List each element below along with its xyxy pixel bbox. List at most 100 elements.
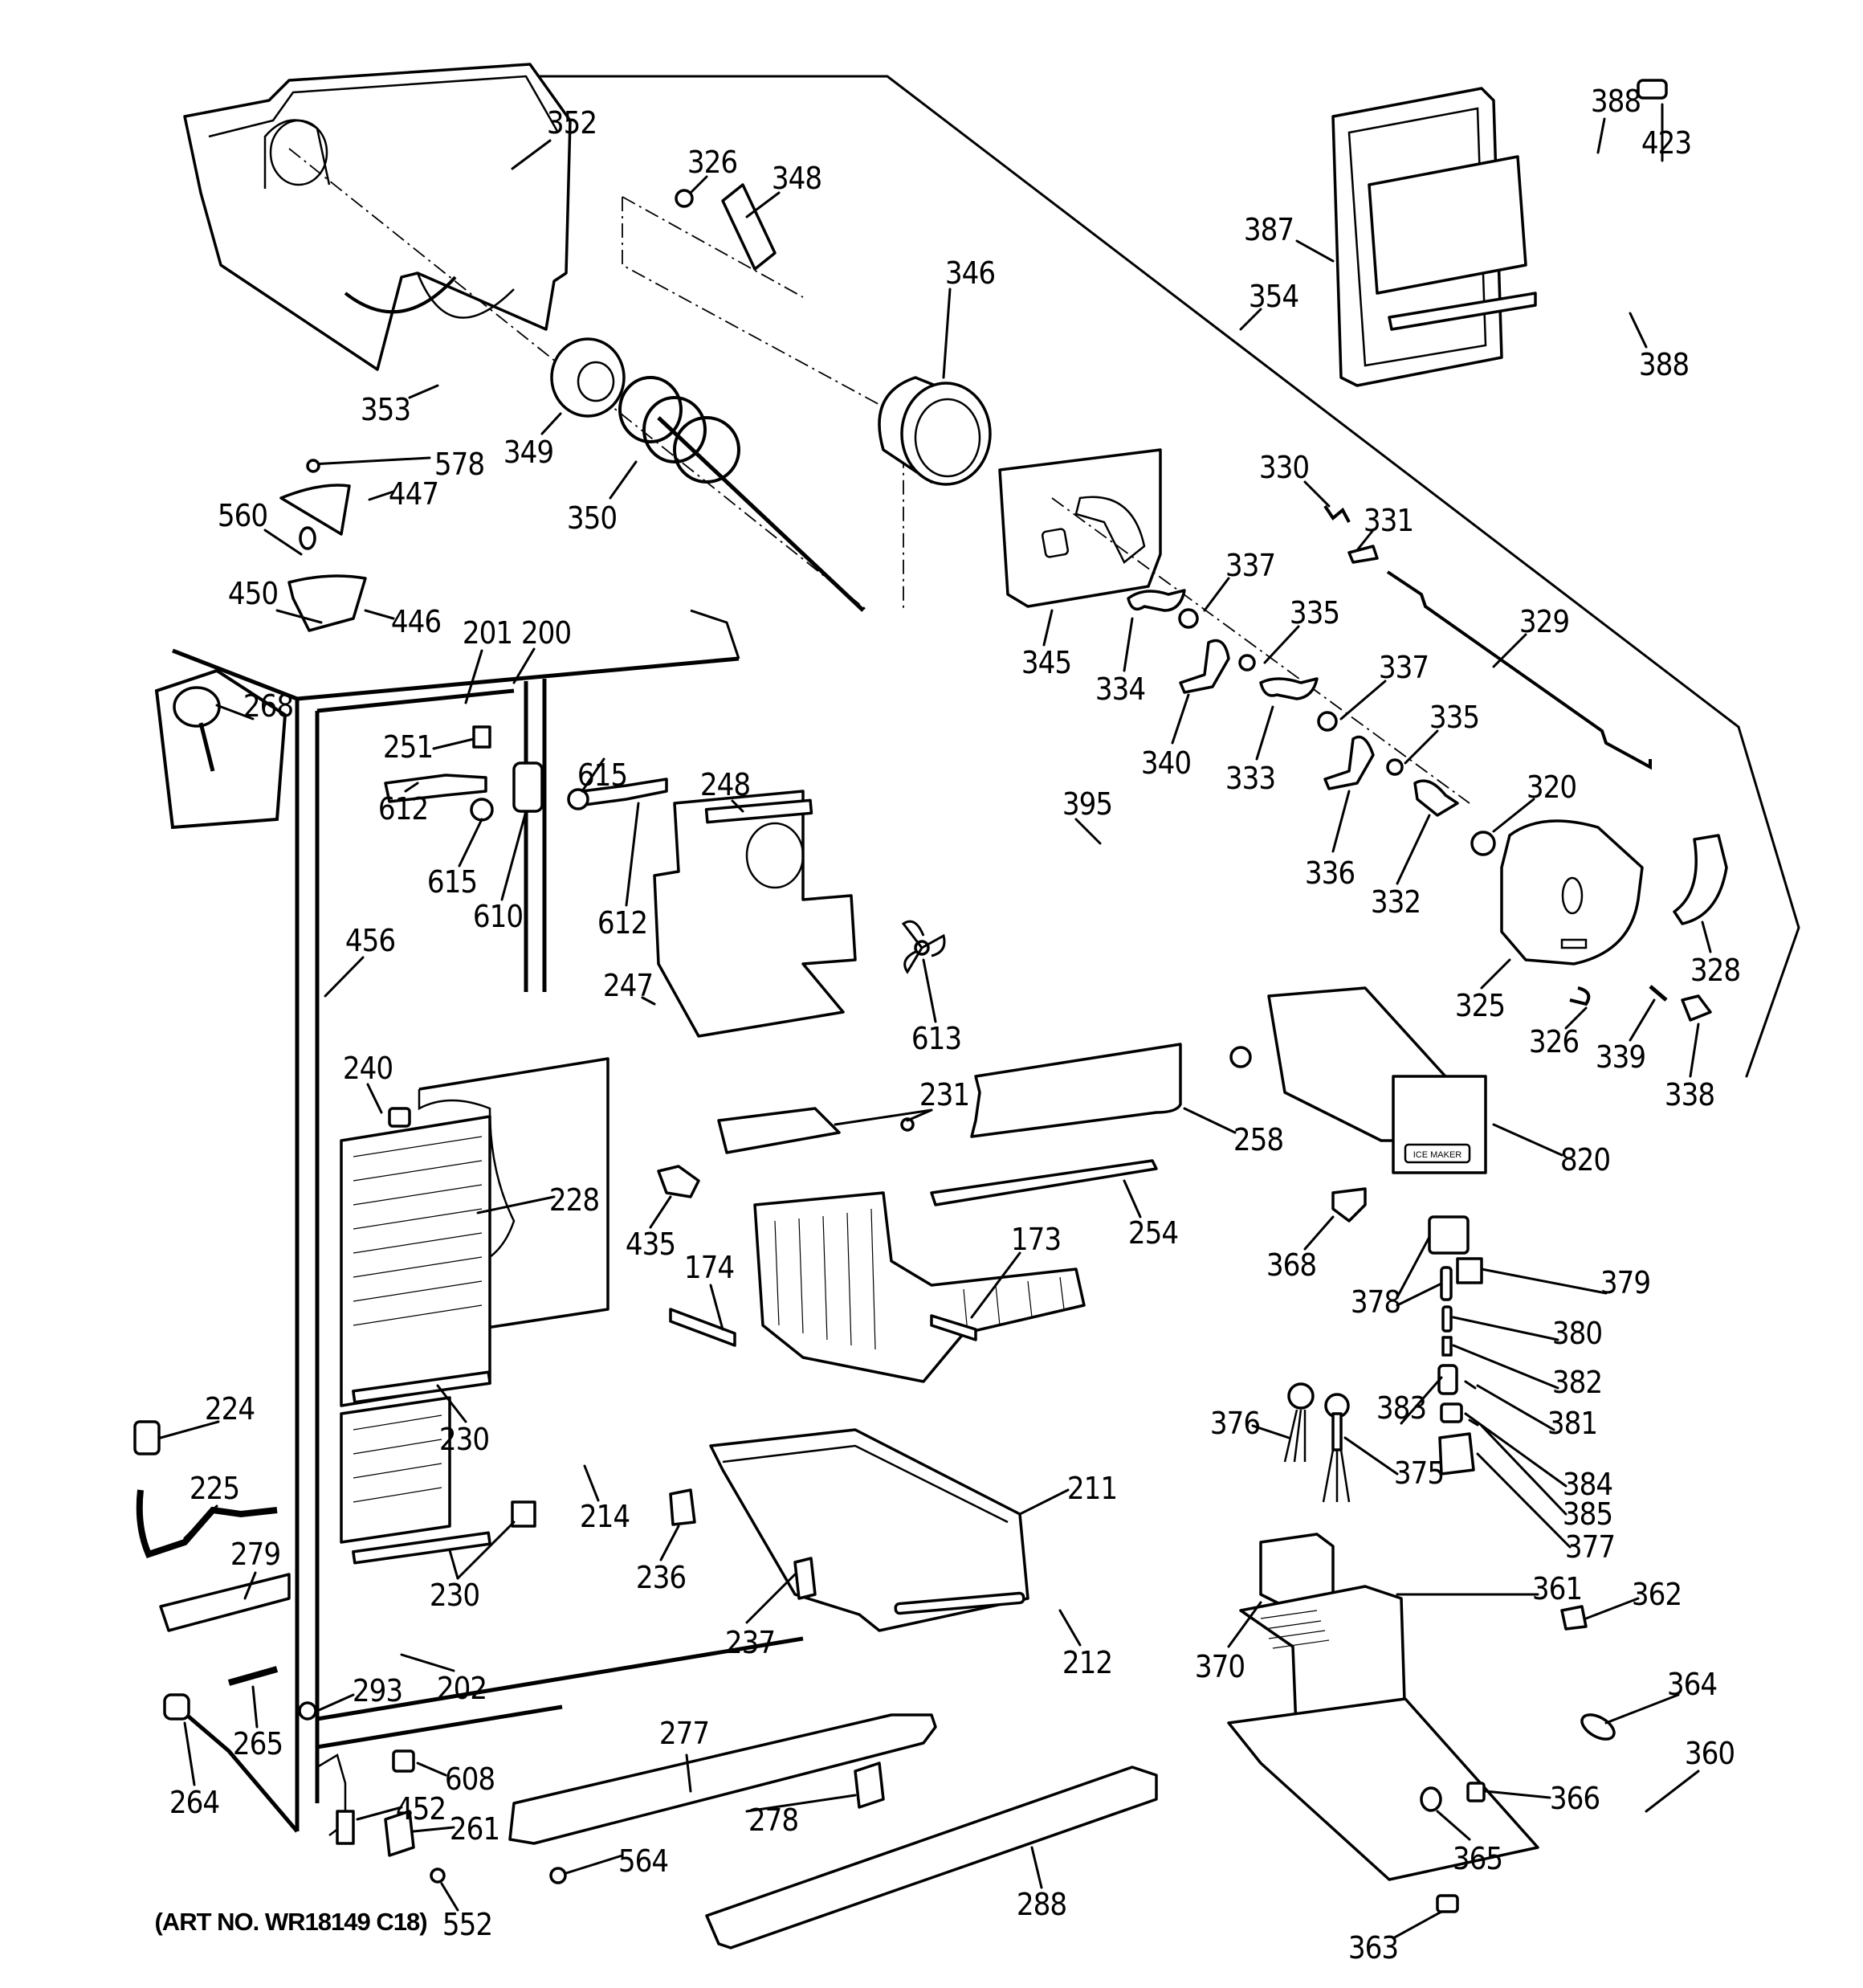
label-388-top[interactable]: 388 bbox=[1590, 84, 1641, 119]
label-368[interactable]: 368 bbox=[1266, 1247, 1317, 1283]
label-380[interactable]: 380 bbox=[1551, 1316, 1603, 1351]
label-335-b[interactable]: 335 bbox=[1429, 700, 1480, 735]
label-552[interactable]: 552 bbox=[442, 1907, 493, 1942]
label-279[interactable]: 279 bbox=[230, 1537, 281, 1572]
label-225[interactable]: 225 bbox=[189, 1471, 240, 1506]
label-423[interactable]: 423 bbox=[1641, 125, 1692, 161]
label-560[interactable]: 560 bbox=[217, 498, 268, 533]
label-320[interactable]: 320 bbox=[1526, 769, 1577, 805]
label-277[interactable]: 277 bbox=[658, 1716, 710, 1751]
label-388-bottom[interactable]: 388 bbox=[1638, 347, 1690, 382]
label-346[interactable]: 346 bbox=[944, 255, 996, 291]
label-237[interactable]: 237 bbox=[724, 1625, 776, 1660]
label-608[interactable]: 608 bbox=[444, 1761, 495, 1797]
label-447[interactable]: 447 bbox=[388, 476, 439, 512]
label-201[interactable]: 201 bbox=[462, 615, 513, 651]
label-613[interactable]: 613 bbox=[911, 1021, 962, 1056]
label-336[interactable]: 336 bbox=[1304, 855, 1355, 891]
label-332[interactable]: 332 bbox=[1370, 884, 1421, 920]
label-240[interactable]: 240 bbox=[342, 1051, 393, 1086]
label-211[interactable]: 211 bbox=[1066, 1471, 1118, 1506]
label-349[interactable]: 349 bbox=[503, 435, 554, 470]
label-612-a[interactable]: 612 bbox=[377, 791, 429, 827]
label-202[interactable]: 202 bbox=[436, 1671, 487, 1706]
label-383[interactable]: 383 bbox=[1376, 1390, 1427, 1426]
label-248[interactable]: 248 bbox=[699, 767, 751, 802]
label-364[interactable]: 364 bbox=[1666, 1667, 1718, 1702]
label-264[interactable]: 264 bbox=[169, 1785, 220, 1820]
label-345[interactable]: 345 bbox=[1021, 645, 1072, 680]
label-325[interactable]: 325 bbox=[1454, 988, 1506, 1023]
label-352[interactable]: 352 bbox=[546, 105, 597, 141]
label-612-b[interactable]: 612 bbox=[597, 905, 648, 941]
label-365[interactable]: 365 bbox=[1452, 1841, 1503, 1876]
label-228[interactable]: 228 bbox=[548, 1182, 600, 1218]
label-230-a[interactable]: 230 bbox=[438, 1422, 490, 1457]
label-268[interactable]: 268 bbox=[243, 688, 294, 724]
label-326-b[interactable]: 326 bbox=[1528, 1024, 1580, 1059]
label-376[interactable]: 376 bbox=[1209, 1406, 1261, 1441]
label-446[interactable]: 446 bbox=[390, 604, 442, 639]
label-350[interactable]: 350 bbox=[566, 500, 618, 536]
label-360[interactable]: 360 bbox=[1684, 1736, 1735, 1771]
label-335-a[interactable]: 335 bbox=[1289, 595, 1340, 631]
label-361[interactable]: 361 bbox=[1531, 1571, 1583, 1606]
label-353[interactable]: 353 bbox=[360, 392, 411, 427]
label-381[interactable]: 381 bbox=[1547, 1406, 1598, 1441]
label-251[interactable]: 251 bbox=[382, 729, 434, 765]
label-333[interactable]: 333 bbox=[1225, 761, 1276, 796]
label-450[interactable]: 450 bbox=[227, 576, 279, 611]
label-288[interactable]: 288 bbox=[1016, 1887, 1067, 1922]
label-377[interactable]: 377 bbox=[1564, 1529, 1616, 1565]
label-379[interactable]: 379 bbox=[1600, 1265, 1651, 1300]
label-331[interactable]: 331 bbox=[1363, 503, 1414, 538]
label-362[interactable]: 362 bbox=[1631, 1577, 1682, 1612]
label-261[interactable]: 261 bbox=[449, 1811, 500, 1847]
label-200[interactable]: 200 bbox=[520, 615, 572, 651]
label-265[interactable]: 265 bbox=[232, 1726, 283, 1761]
label-224[interactable]: 224 bbox=[204, 1391, 255, 1427]
label-254[interactable]: 254 bbox=[1127, 1215, 1179, 1251]
label-354[interactable]: 354 bbox=[1248, 279, 1299, 314]
label-820[interactable]: 820 bbox=[1559, 1142, 1611, 1178]
label-258[interactable]: 258 bbox=[1233, 1122, 1284, 1157]
label-326[interactable]: 326 bbox=[687, 145, 738, 180]
label-337-a[interactable]: 337 bbox=[1225, 548, 1276, 583]
label-456[interactable]: 456 bbox=[344, 923, 396, 958]
label-452[interactable]: 452 bbox=[395, 1791, 446, 1827]
label-578[interactable]: 578 bbox=[434, 447, 485, 482]
label-385[interactable]: 385 bbox=[1562, 1496, 1613, 1532]
label-293[interactable]: 293 bbox=[352, 1673, 403, 1708]
label-337-b[interactable]: 337 bbox=[1378, 650, 1429, 685]
label-395[interactable]: 395 bbox=[1062, 786, 1113, 822]
label-370[interactable]: 370 bbox=[1194, 1649, 1245, 1684]
label-339[interactable]: 339 bbox=[1595, 1039, 1646, 1075]
label-564[interactable]: 564 bbox=[618, 1843, 669, 1879]
label-338[interactable]: 338 bbox=[1664, 1077, 1715, 1112]
label-247[interactable]: 247 bbox=[602, 968, 654, 1003]
label-378[interactable]: 378 bbox=[1350, 1284, 1401, 1320]
label-328[interactable]: 328 bbox=[1690, 953, 1741, 988]
label-384[interactable]: 384 bbox=[1562, 1467, 1613, 1502]
label-174[interactable]: 174 bbox=[683, 1250, 735, 1285]
label-615-b[interactable]: 615 bbox=[426, 864, 478, 900]
label-330[interactable]: 330 bbox=[1258, 450, 1310, 485]
label-610[interactable]: 610 bbox=[472, 899, 524, 934]
label-329[interactable]: 329 bbox=[1519, 604, 1570, 639]
label-435[interactable]: 435 bbox=[625, 1227, 676, 1262]
label-231[interactable]: 231 bbox=[919, 1077, 970, 1112]
label-334[interactable]: 334 bbox=[1095, 672, 1146, 707]
label-278[interactable]: 278 bbox=[748, 1802, 799, 1838]
label-375[interactable]: 375 bbox=[1393, 1455, 1445, 1491]
label-382[interactable]: 382 bbox=[1551, 1365, 1603, 1400]
label-173[interactable]: 173 bbox=[1010, 1222, 1062, 1257]
label-615-a[interactable]: 615 bbox=[577, 757, 628, 793]
label-387[interactable]: 387 bbox=[1243, 212, 1294, 247]
label-212[interactable]: 212 bbox=[1062, 1645, 1113, 1680]
label-348[interactable]: 348 bbox=[771, 161, 822, 196]
label-366[interactable]: 366 bbox=[1549, 1781, 1600, 1816]
label-230-b[interactable]: 230 bbox=[429, 1578, 480, 1613]
label-214[interactable]: 214 bbox=[579, 1499, 630, 1534]
label-340[interactable]: 340 bbox=[1140, 745, 1192, 781]
label-236[interactable]: 236 bbox=[635, 1560, 687, 1595]
